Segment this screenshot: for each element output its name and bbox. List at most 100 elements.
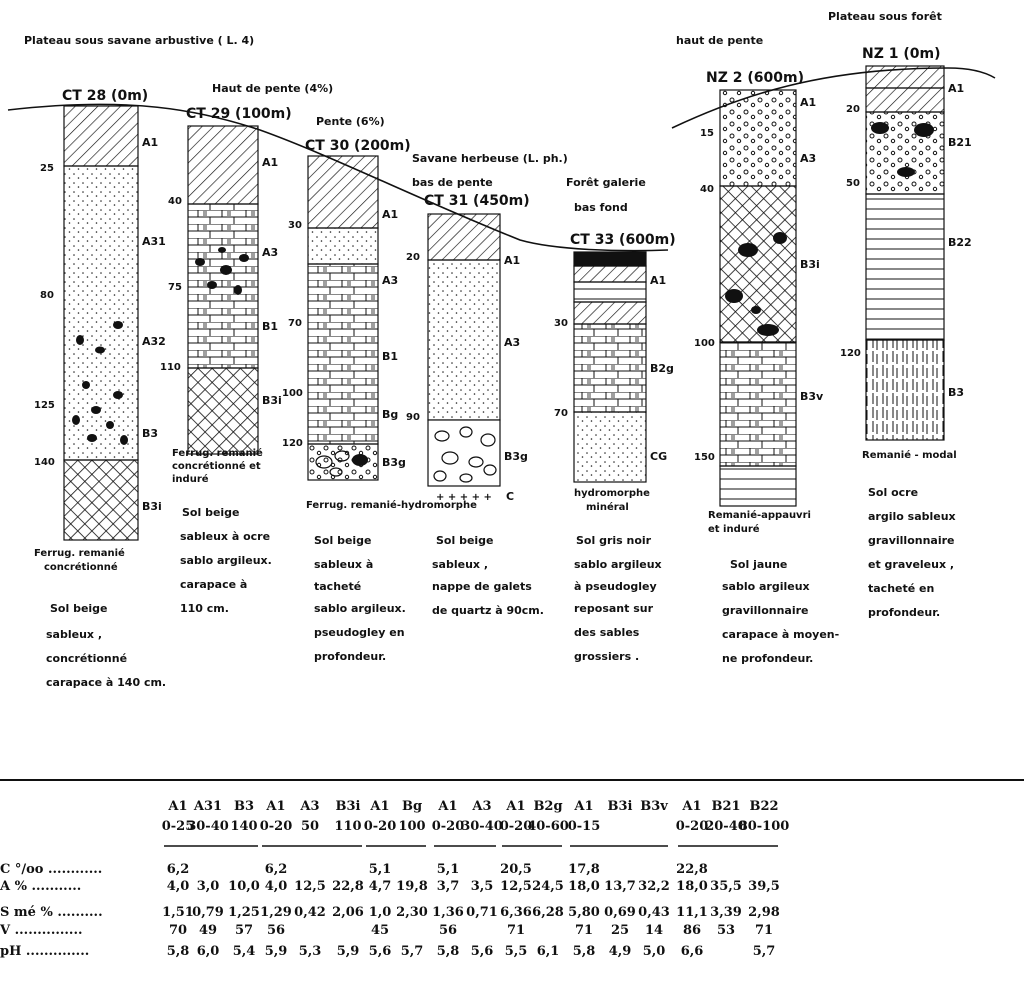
- table-cell: 49: [199, 923, 217, 938]
- table-cell: 22,8: [676, 862, 708, 877]
- table-cell: 5,3: [299, 944, 322, 959]
- table-cell: 5,9: [337, 944, 360, 959]
- horizon-label: A3: [504, 336, 520, 349]
- table-cell: 3,7: [437, 879, 460, 894]
- table-cell: 2,06: [332, 905, 364, 920]
- horizon-label: B1: [262, 320, 278, 333]
- table-cell: 45: [371, 923, 389, 938]
- table-cell: 5,5: [505, 944, 528, 959]
- column-horizon: B3i: [608, 799, 633, 814]
- table-cell: 19,8: [396, 879, 428, 894]
- classification: Remanié - modal: [862, 449, 957, 461]
- column-depth: 110: [334, 819, 361, 834]
- table-cell: 12,5: [294, 879, 326, 894]
- horizon-label: B3g: [504, 450, 528, 463]
- table-cell: 10,0: [228, 879, 260, 894]
- column-depth: 20-40: [705, 819, 747, 834]
- table-cell: 2,30: [396, 905, 428, 920]
- table-cell: 71: [755, 923, 773, 938]
- description: et graveleux ,: [868, 558, 954, 571]
- classification: et induré: [708, 523, 760, 535]
- row-label: C °/oo ............: [0, 862, 102, 877]
- heading-bas-pente: bas de pente: [412, 176, 493, 189]
- table-cell: 18,0: [676, 879, 708, 894]
- table-cell: 5,1: [369, 862, 392, 877]
- description: sablo argileux: [722, 580, 810, 593]
- depth-label: 100: [282, 388, 303, 399]
- row-label: A % ...........: [0, 879, 81, 894]
- description: carapace à: [180, 578, 247, 591]
- horizon-label: A32: [142, 335, 166, 348]
- depth-label: 125: [34, 400, 55, 411]
- depth-label: 30: [554, 318, 568, 329]
- column-depth: 0-20: [676, 819, 709, 834]
- horizon-label: B21: [948, 136, 972, 149]
- classification: induré: [172, 473, 209, 485]
- description: ne profondeur.: [722, 652, 813, 665]
- classification: Ferrug. remanié-hydromorphe: [306, 499, 477, 511]
- classification: minéral: [586, 501, 629, 513]
- description: sableux à ocre: [180, 530, 270, 543]
- depth-label: 20: [846, 104, 860, 115]
- description: sablo argileux.: [180, 554, 272, 567]
- base-cross-marks: + + + + +: [436, 492, 492, 503]
- table-cell: 35,5: [710, 879, 742, 894]
- depth-label: 140: [34, 457, 55, 468]
- horizon-label: B3g: [382, 456, 406, 469]
- column-horizon: B22: [749, 799, 778, 814]
- heading-foret-galerie: Forêt galerie: [566, 176, 646, 189]
- table-cell: 5,8: [437, 944, 460, 959]
- table-cell: 6,28: [532, 905, 564, 920]
- table-cell: 5,4: [233, 944, 256, 959]
- column-horizon: A31: [193, 799, 222, 814]
- table-cell: 14: [645, 923, 663, 938]
- depth-label: 25: [40, 163, 54, 174]
- depth-label: 120: [282, 438, 303, 449]
- quartz-pebbles: [433, 426, 497, 483]
- column-depth: 100: [398, 819, 425, 834]
- classification: Remanié-appauvri: [708, 509, 811, 521]
- depth-label: 150: [694, 452, 715, 463]
- column-depth: 0-20: [500, 819, 533, 834]
- profile-ct29: CT 29 (100m) 40 75 110 A1 A3 B1 B3i Ferr…: [160, 106, 292, 615]
- table-cell: 86: [683, 923, 701, 938]
- column-depth: 0-15: [568, 819, 601, 834]
- heading-plateau-foret: Plateau sous forêt: [828, 10, 942, 23]
- table-cell: 5,80: [568, 905, 600, 920]
- table-cell: 0,69: [604, 905, 636, 920]
- horizon-label: A1: [142, 136, 158, 149]
- horizon-label: A1: [948, 82, 964, 95]
- profile-title: CT 33 (600m): [570, 232, 676, 248]
- heading-savane-herbeuse: Savane herbeuse (L. ph.): [412, 152, 568, 165]
- description: sablo argileux: [574, 558, 662, 571]
- horizon-label: A3: [382, 274, 398, 287]
- column-horizon: A1: [437, 799, 457, 814]
- column-depth: 30-40: [461, 819, 503, 834]
- depth-label: 70: [554, 408, 568, 419]
- horizon-label: A1: [382, 208, 398, 221]
- heading-haut-pente-left: Haut de pente (4%): [212, 82, 333, 95]
- classification: Ferrug. remanié: [172, 447, 263, 459]
- classification: hydromorphe: [574, 488, 650, 499]
- profile-ct28: CT 28 (0m) 25 80 125 140 A1 A31 A32 B3 B…: [34, 88, 166, 689]
- column-horizon: A1: [681, 799, 701, 814]
- row-label: pH ..............: [0, 944, 89, 959]
- profile-ct31: CT 31 (450m) 20 90 A1 A3 B3g + + + + + C…: [406, 193, 544, 617]
- table-cell: 32,2: [638, 879, 670, 894]
- column-depth: 30-40: [187, 819, 229, 834]
- description: 110 cm.: [180, 602, 229, 615]
- description: à pseudogley: [574, 580, 657, 593]
- profile-title: CT 29 (100m): [186, 106, 292, 122]
- description: Sol gris noir: [576, 534, 652, 547]
- depth-label: 40: [700, 184, 714, 195]
- table-cell: 12,5: [500, 879, 532, 894]
- description: profondeur.: [868, 606, 940, 619]
- table-cell: 4,0: [265, 879, 288, 894]
- gravel-nodules: [315, 450, 368, 477]
- horizon-label: A1: [504, 254, 520, 267]
- depth-label: 80: [40, 290, 54, 301]
- table-cell: 6,2: [265, 862, 288, 877]
- classification: Ferrug. remanié: [34, 547, 125, 559]
- depth-label: 40: [168, 196, 182, 207]
